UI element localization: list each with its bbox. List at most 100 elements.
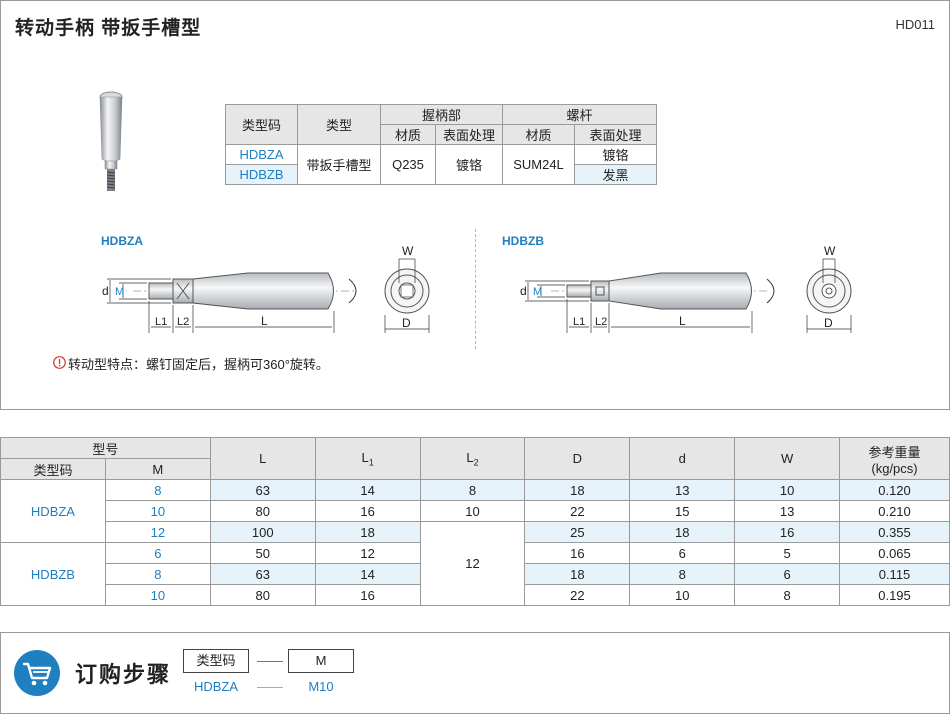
order-title: 订购步骤 (75, 662, 172, 687)
order-step-type-code: 类型码 (183, 649, 249, 673)
d-cell: 6 (629, 542, 736, 564)
order-step-m: M (288, 649, 354, 673)
l-cell: 80 (209, 584, 316, 606)
dim-m: M (533, 286, 542, 298)
d-cell: 13 (629, 479, 736, 501)
dim-l: L (261, 314, 268, 328)
table-row: 10 80 16 10 22 15 13 0.210 (1, 500, 950, 522)
type-code-cell: HDBZA (225, 144, 298, 165)
product-panel: 转动手柄 带扳手槽型 HD011 类型码 类型 握柄部 螺杆 材质 表面 (0, 0, 950, 410)
header-type-code: 类型码 (0, 458, 106, 480)
d-cell: 10 (629, 584, 736, 606)
l-cell: 80 (209, 500, 316, 522)
w-cell: 8 (734, 584, 841, 606)
l-cell: 63 (209, 563, 316, 585)
weight-cell: 0.115 (839, 563, 950, 585)
feature-note: 转动型特点：螺钉固定后，握柄可360°旋转。 (68, 357, 329, 372)
type-code-cell: HDBZA (0, 479, 106, 543)
header-grip: 握柄部 (380, 104, 503, 125)
type-code-cell: HDBZB (225, 164, 298, 185)
l-cell: 50 (209, 542, 316, 564)
header-l1-text: L (361, 449, 369, 465)
w-cell: 13 (734, 500, 841, 522)
screw-surface-cell: 发黑 (574, 164, 657, 185)
w-cell: 16 (734, 521, 841, 543)
spec-table: 型号 L L1 L2 D d W 参考重量(kg/pcs) 类型码 M HDBZ… (0, 437, 950, 606)
l1-cell: 16 (314, 584, 421, 606)
screw-surface-cell: 镀铬 (574, 144, 657, 165)
grip-material-cell: Q235 (380, 144, 436, 185)
d-cell: 15 (629, 500, 736, 522)
l2-cell: 12 (419, 521, 526, 606)
dim-w: W (402, 244, 414, 258)
type-code-cell: HDBZB (0, 542, 106, 606)
header-type: 类型 (297, 104, 381, 145)
dim-w: W (824, 244, 836, 258)
weight-cell: 0.210 (839, 500, 950, 522)
drawing-hdbza: d M L1 L2 L W D (102, 244, 430, 333)
header-weight: 参考重量(kg/pcs) (839, 437, 950, 480)
dim-d: d (520, 284, 527, 298)
l-cell: 100 (209, 521, 316, 543)
l1-cell: 18 (314, 521, 421, 543)
m-cell: 10 (104, 500, 211, 522)
header-l1: L1 (314, 437, 421, 480)
d-cell: 8 (629, 563, 736, 585)
type-cell: 带扳手槽型 (297, 144, 381, 185)
header-screw-surface: 表面处理 (574, 124, 657, 145)
header-screw: 螺杆 (502, 104, 657, 125)
table-row: HDBZA 8 63 14 8 18 13 10 0.120 (0, 479, 950, 543)
header-l1-sub: 1 (368, 457, 374, 468)
dim-m: M (115, 286, 124, 298)
w-cell: 5 (734, 542, 841, 564)
d-outer-cell: 22 (524, 500, 631, 522)
m-cell: 8 (104, 563, 211, 585)
header-grip-material: 材质 (380, 124, 436, 145)
product-code: HD011 (895, 17, 935, 32)
l2-cell: 10 (419, 500, 526, 522)
header-grip-surface: 表面处理 (435, 124, 503, 145)
l1-cell: 14 (314, 479, 421, 501)
weight-cell: 0.065 (839, 542, 950, 564)
dim-l1: L1 (573, 316, 585, 328)
w-cell: 10 (734, 479, 841, 501)
d-outer-cell: 22 (524, 584, 631, 606)
d-outer-cell: 25 (524, 521, 631, 543)
dim-l2: L2 (595, 316, 607, 328)
m-cell: 8 (104, 479, 211, 501)
m-cell: 10 (104, 584, 211, 606)
dim-l2: L2 (177, 316, 189, 328)
order-example-type-code: HDBZA (193, 679, 239, 694)
drawing-hdbzb: d M L1 L2 L W D (520, 244, 852, 333)
table-row: 10 80 16 22 10 8 0.195 (1, 584, 950, 606)
header-d: d (629, 437, 736, 480)
order-connector (257, 661, 283, 662)
drawing-a-label: HDBZA (101, 234, 143, 248)
dim-l: L (679, 314, 686, 328)
l1-cell: 14 (314, 563, 421, 585)
header-m: M (104, 458, 211, 480)
weight-cell: 0.355 (839, 521, 950, 543)
material-table: 类型码 类型 握柄部 螺杆 材质 表面处理 材质 表面处理 HDBZA 带扳手槽… (225, 104, 657, 185)
d-outer-cell: 18 (524, 479, 631, 501)
header-l2-sub: 2 (473, 457, 479, 468)
m-cell: 6 (104, 542, 211, 564)
order-example-m: M10 (308, 679, 334, 694)
dim-l1: L1 (155, 316, 167, 328)
header-l2-text: L (466, 449, 474, 465)
header-l2: L2 (419, 437, 526, 480)
d-outer-cell: 18 (524, 563, 631, 585)
grip-surface-cell: 镀铬 (435, 144, 503, 185)
d-cell: 18 (629, 521, 736, 543)
header-weight-label: 参考重量 (868, 444, 921, 460)
header-d-outer: D (524, 437, 631, 480)
table-row: 12 100 18 12 25 18 16 0.355 (1, 521, 950, 606)
m-cell: 12 (104, 521, 211, 543)
order-example-connector (257, 687, 283, 688)
l-cell: 63 (209, 479, 316, 501)
w-cell: 6 (734, 563, 841, 585)
order-panel: 订购步骤 类型码 M HDBZA M10 (0, 632, 950, 714)
header-screw-material: 材质 (502, 124, 575, 145)
screw-material-cell: SUM24L (502, 144, 575, 185)
header-type-code: 类型码 (225, 104, 298, 145)
